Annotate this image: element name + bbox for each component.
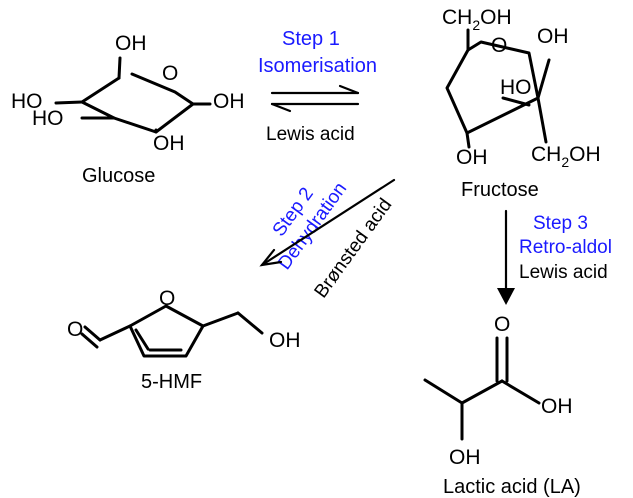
hmf-aldehyde-co	[83, 325, 102, 342]
fructose-structure: CH2OH O OH HO OH CH2OH Fructose	[442, 6, 601, 201]
hmf-furan-ring	[128, 304, 205, 358]
hmf-ring-double-bond-2	[134, 328, 150, 351]
glucose-ch2oh-bond	[117, 56, 122, 80]
lactic-acid-oh-bond	[500, 379, 541, 405]
fructose-ch2oh-bottom-bond	[536, 96, 548, 144]
lactic-methyl-bond	[423, 378, 464, 405]
step3-arrow	[497, 209, 515, 305]
glucose-oh-top: OH	[115, 32, 147, 55]
step1-name: Isomerisation	[258, 55, 377, 77]
fructose-oh-bond	[536, 58, 551, 100]
lactic-carbonyl-o: O	[494, 313, 510, 336]
fructose-oh-bottom-bond	[465, 131, 471, 149]
lactic-acid-label: Lactic acid (LA)	[443, 476, 581, 498]
step3-name: Retro-aldol	[519, 237, 612, 258]
fructose-ring-o: O	[491, 34, 507, 57]
step1-annotation: Step 1 Isomerisation Lewis acid	[258, 28, 377, 145]
step2-annotation: Step 2 Dehydration Brønsted acid	[259, 178, 396, 302]
glucose-structure: OH O HO HO OH OH Glucose	[11, 32, 245, 187]
lactic-alpha-oh: OH	[449, 446, 481, 469]
hmf-aldehyde-o: O	[67, 318, 83, 341]
lactic-acid-oh: OH	[541, 395, 573, 418]
glucose-ho-bond-1	[54, 100, 84, 105]
glucose-oh-right: OH	[213, 90, 245, 113]
fructose-ch2oh-top: CH2OH	[442, 6, 512, 33]
fructose-label: Fructose	[461, 179, 539, 201]
step3-annotation: Step 3 Retro-aldol Lewis acid	[497, 209, 612, 305]
glucose-label: Glucose	[82, 165, 155, 187]
step1-title: Step 1	[282, 28, 340, 50]
hmf-label: 5-HMF	[141, 371, 202, 393]
step1-catalyst: Lewis acid	[266, 124, 355, 145]
hmf-structure: O O OH 5-HMF	[67, 287, 301, 393]
glucose-ring-o: O	[162, 62, 178, 85]
hmf-aldehyde-co-2	[80, 332, 99, 349]
fructose-oh-right: OH	[537, 25, 569, 48]
fructose-ch2oh-bottom: CH2OH	[531, 143, 601, 170]
hmf-aldehyde-bond	[98, 324, 132, 342]
fructose-ho-mid: HO	[500, 76, 532, 99]
hmf-oh: OH	[269, 329, 301, 352]
step3-title: Step 3	[533, 213, 588, 234]
hmf-ch2-bond	[201, 311, 240, 328]
glucose-ho-left2: HO	[32, 107, 64, 130]
hmf-ch2oh-bond	[236, 311, 264, 335]
lactic-cc-bond	[460, 379, 504, 405]
hmf-ring-o: O	[159, 287, 175, 310]
step2-arrow	[259, 178, 396, 267]
lactic-acid-structure: O OH OH Lactic acid (LA)	[423, 313, 581, 498]
step3-catalyst: Lewis acid	[519, 262, 608, 283]
glucose-ho-left: HO	[11, 90, 43, 113]
fructose-oh-bottom: OH	[456, 146, 488, 169]
equilibrium-arrow	[270, 84, 360, 113]
fructose-ho-mid-bond	[501, 96, 531, 107]
glucose-oh-bottom: OH	[153, 132, 185, 155]
